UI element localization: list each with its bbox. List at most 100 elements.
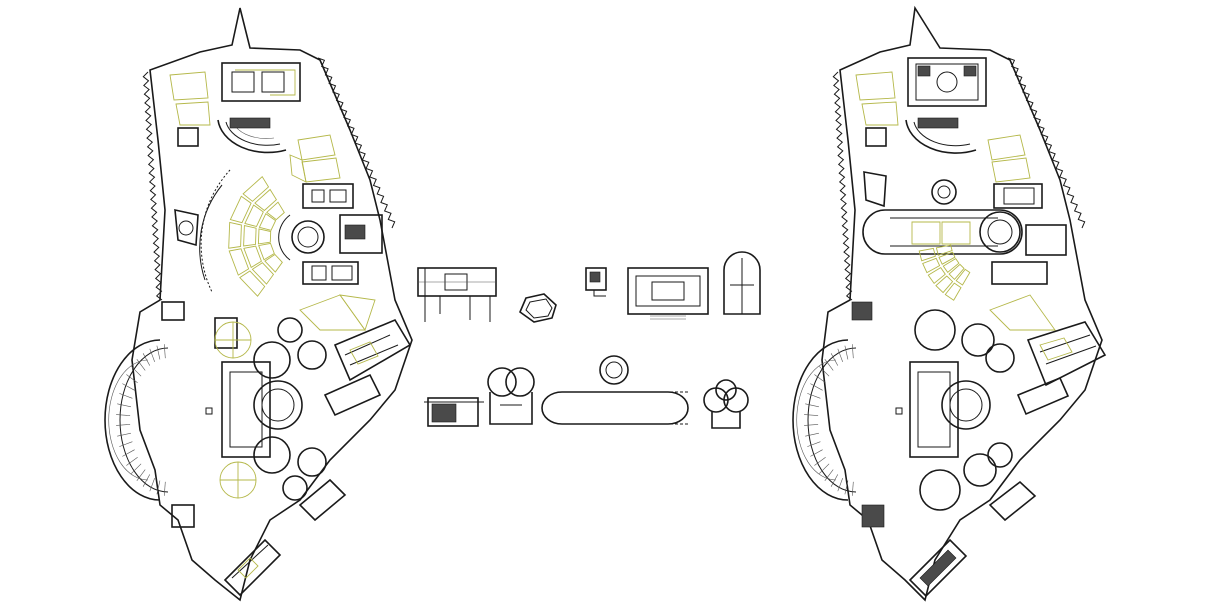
stadium-seat-divider (117, 432, 131, 437)
left-west-gate (174, 208, 199, 247)
left-site-plan (104, 7, 413, 602)
right-rotunda-north (931, 179, 957, 205)
right-stadium (792, 339, 857, 501)
right-yellow-plots-north (855, 71, 899, 126)
stadium-seat-divider (156, 345, 161, 360)
right-zigzag-edge-east (1007, 57, 1086, 229)
stadium-seat-divider (117, 403, 131, 408)
stadium-seat-divider (810, 449, 823, 457)
yellow-plot-segment (258, 242, 275, 261)
stadium-seat-divider (824, 469, 834, 481)
stadium-seat-divider (116, 424, 131, 426)
stadium-seat-divider (142, 474, 151, 487)
stadium-seat-divider (119, 441, 133, 447)
stadium-seat-divider (122, 383, 135, 391)
yellow-plot-segment (258, 213, 277, 231)
yellow-plot-segment (228, 248, 250, 276)
right-long-stadium (862, 209, 1023, 255)
detail-octagon (519, 293, 557, 323)
yellow-plot-segment (264, 253, 283, 273)
left-yellow-circles (214, 321, 257, 499)
yellow-plot-segment (935, 244, 953, 256)
yellow-plot-segment (944, 282, 962, 301)
right-site-boundary (821, 5, 1103, 602)
left-small-west-building (177, 127, 199, 147)
stadium-seat-divider (824, 359, 834, 371)
stadium-seat-divider (844, 345, 849, 360)
left-yellow-plots-north (169, 71, 211, 126)
yellow-plot-segment (254, 188, 277, 212)
right-yellow-triangles (989, 294, 1056, 331)
left-zigzag-edge-east (317, 57, 396, 229)
left-rotunda (278, 214, 325, 261)
yellow-plot-segment (948, 263, 965, 281)
right-south-building (908, 538, 968, 598)
yellow-plot-segment (935, 275, 954, 294)
right-zigzag-edge (832, 71, 853, 301)
stadium-seat-divider (804, 424, 819, 426)
right-east-complex (991, 183, 1067, 285)
stadium-seat-divider (142, 353, 151, 366)
yellow-plot-segment (922, 257, 941, 274)
detail-dark-building (424, 397, 484, 427)
center-detail-plans (417, 251, 761, 429)
left-yellow-fan (228, 176, 285, 297)
stadium-seat-divider (814, 456, 826, 466)
stadium-seat-divider (807, 441, 821, 447)
stadium-seat-divider (136, 469, 146, 481)
stadium-seat-divider (818, 366, 830, 377)
left-north-building (221, 62, 301, 102)
stadium-seat-divider (844, 480, 849, 495)
stadium-seat-divider (818, 463, 830, 474)
yellow-plot-segment (942, 257, 960, 273)
stadium-seat-divider (805, 403, 819, 408)
yellow-plot-segment (228, 221, 242, 249)
stadium-seat-divider (805, 432, 819, 437)
stadium-seat-divider (852, 481, 854, 496)
yellow-plot-segment (955, 268, 971, 286)
stadium-seat-divider (119, 393, 133, 399)
detail-small-square (585, 267, 607, 297)
detail-trefoil-hall (487, 367, 535, 425)
left-site-boundary (131, 7, 413, 602)
yellow-plot-segment (251, 262, 275, 285)
stadium-seat-divider (830, 474, 839, 487)
left-stadium (104, 339, 169, 501)
yellow-plot-segment (243, 245, 262, 269)
yellow-plot-segment (243, 225, 257, 247)
stadium-seat-divider (130, 366, 142, 377)
stadium-seat-divider (126, 374, 138, 384)
stadium-seat-divider (810, 383, 823, 391)
right-southeast-wing (988, 321, 1107, 522)
yellow-plot-segment (927, 266, 946, 285)
left-east-complex (302, 183, 383, 285)
left-central-bath (214, 317, 327, 501)
right-dark-plot-west (851, 301, 873, 321)
stadium-seat-divider (126, 456, 138, 466)
stadium-seat-divider (804, 414, 819, 416)
stadium-seat-divider (130, 463, 142, 474)
right-central-bath (909, 309, 1015, 511)
stadium-seat-divider (807, 393, 821, 399)
stadium-seat-divider (830, 353, 839, 366)
left-yellow-triangles (299, 294, 376, 331)
stadium-seat-divider (814, 374, 826, 384)
stadium-seat-divider (164, 344, 166, 359)
right-site-plan (792, 5, 1107, 602)
detail-colonnaded-hall (627, 267, 709, 320)
stadium-seat-divider (837, 348, 843, 363)
right-yellow-grid-east (987, 134, 1031, 183)
stadium-seat-divider (149, 477, 155, 492)
left-zigzag-edge (142, 71, 163, 301)
detail-quatrefoil-hall (703, 379, 749, 429)
left-theatre (217, 117, 287, 154)
stadium-seat-divider (852, 344, 854, 359)
yellow-plot-segment (244, 204, 264, 228)
detail-palace-plan (417, 267, 497, 322)
stadium-seat-divider (136, 359, 146, 371)
right-north-building (907, 57, 987, 107)
yellow-plot-segment (938, 251, 956, 265)
detail-apse-temple (723, 251, 761, 315)
yellow-plot-segment (918, 247, 936, 262)
